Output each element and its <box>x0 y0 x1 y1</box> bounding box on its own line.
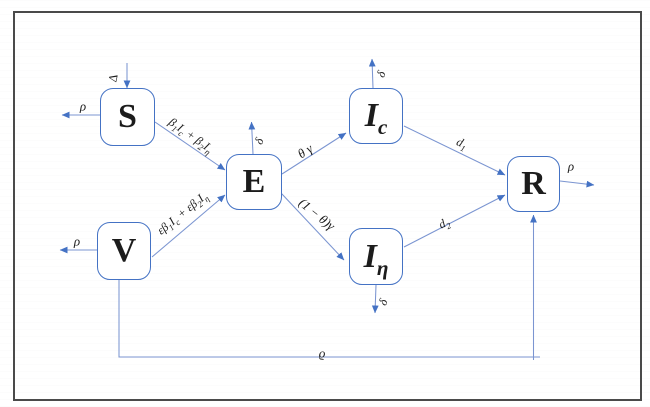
line-V-to-R-feedback <box>118 280 540 358</box>
outer-frame <box>13 11 642 401</box>
label-rho-exit-R: ρ <box>567 158 575 174</box>
arrow-exit-E <box>248 121 256 155</box>
compartment-V: V <box>97 222 151 280</box>
arrow-S-to-E <box>154 121 226 171</box>
arrow-exit-R <box>559 180 595 188</box>
label-rho-exit-V: ρ <box>73 233 81 249</box>
compartment-Ieta: Iη <box>349 228 403 285</box>
compartment-E: E <box>226 154 282 210</box>
compartment-E-label: E <box>242 163 266 200</box>
compartment-R: R <box>507 156 560 212</box>
compartment-Ic: Ic <box>349 88 403 144</box>
arrow-E-to-Ic <box>281 132 347 175</box>
arrow-Ic-to-R <box>403 125 506 176</box>
arrow-E-to-Ieta <box>280 192 345 261</box>
compartment-V-label: V <box>111 232 137 269</box>
arrow-exit-Ic <box>368 58 376 89</box>
compartment-R-label: R <box>521 165 546 202</box>
label-varrho-V-to-R: ϱ <box>318 345 326 361</box>
compartment-S-label: S <box>118 98 137 135</box>
arrow-Ieta-to-R <box>403 194 506 248</box>
label-rho-exit-S: ρ <box>79 98 87 114</box>
compartment-S: S <box>100 88 155 146</box>
compartment-Ieta-label: Iη <box>363 237 389 280</box>
arrow-V-to-E <box>151 194 226 258</box>
arrow-exit-Ieta <box>371 284 379 314</box>
compartment-Ic-label: Ic <box>364 97 388 139</box>
